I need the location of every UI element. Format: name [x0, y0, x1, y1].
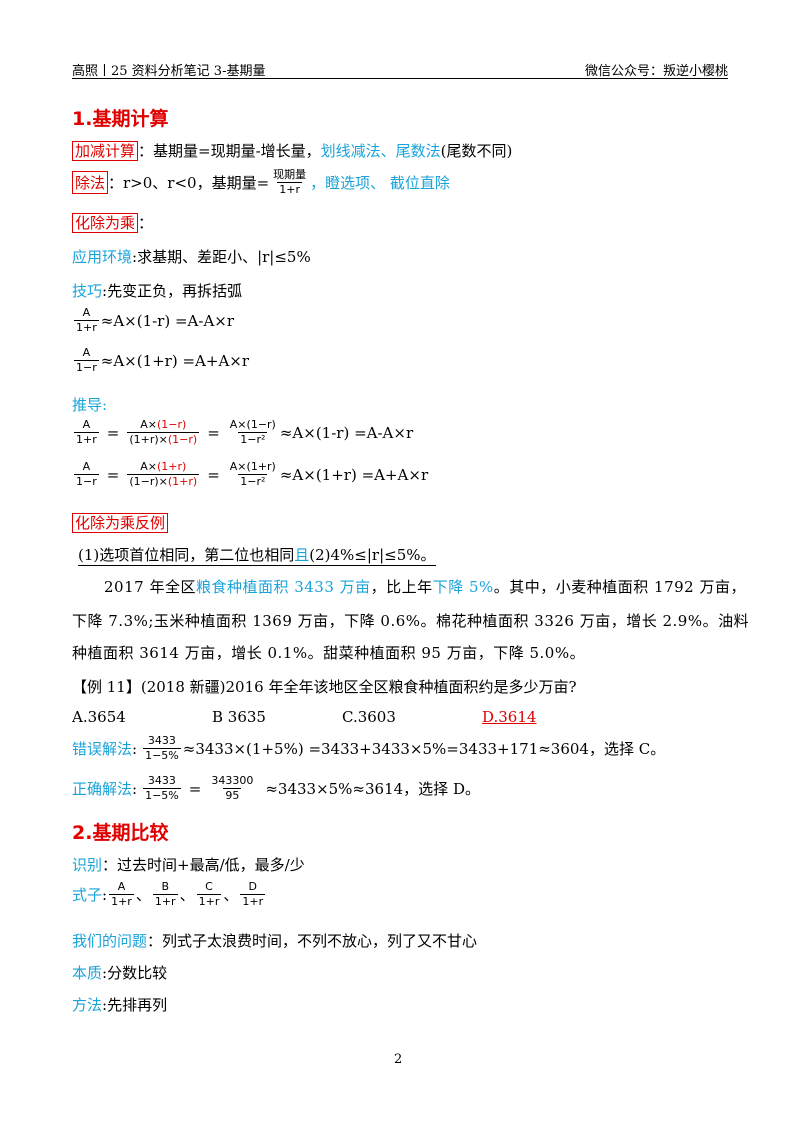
div-label: 除法 — [72, 171, 109, 194]
section-1-title: 1.基期计算 — [72, 108, 169, 130]
option-a: A.3654 — [72, 708, 126, 726]
mul-label: 化除为乘 — [72, 213, 139, 233]
header-rule — [72, 78, 728, 79]
add-line: 加减计算：基期量=现期量-增长量，划线减法、尾数法(尾数不同) — [72, 140, 512, 161]
env-label: 应用环境 — [72, 248, 133, 266]
problem-line: 我们的问题：列式子太浪费时间，不列不放心，列了又不甘心 — [72, 932, 478, 950]
div-methods: ，瞪选项、 截位直除 — [310, 174, 450, 192]
identify-line: 识别：过去时间+最高/低，最多/少 — [72, 856, 305, 874]
paragraph-line-3: 种植面积 3614 万亩，增长 0.1%。甜菜种植面积 95 万亩，下降 5.0… — [72, 644, 586, 662]
derive-label: 推导: — [72, 396, 108, 414]
env-line: 应用环境:求基期、差距小、|r|≤5% — [72, 246, 311, 267]
counter-title: 化除为乘反例 — [72, 512, 169, 533]
div-text: ：r>0、r<0，基期量= — [108, 174, 270, 192]
add-text: ：基期量=现期量-增长量， — [138, 142, 321, 160]
page-number: 2 — [394, 1052, 403, 1067]
right-label: 正确解法 — [72, 780, 133, 798]
add-methods: 划线减法、尾数法 — [320, 142, 441, 160]
tip-text: :先变正负，再拆括弧 — [102, 282, 243, 300]
option-d: D.3614 — [482, 708, 537, 726]
paragraph-line-2: 下降 7.3%;玉米种植面积 1369 万亩，下降 0.6%。棉花种植面积 33… — [72, 612, 750, 630]
nature-line: 本质:分数比较 — [72, 964, 168, 982]
mul-line: 化除为乘： — [72, 212, 153, 233]
section-2-title: 2.基期比较 — [72, 822, 169, 844]
counter-conditions: (1)选项首位相同，第二位也相同且(2)4%≤|r|≤5%。 — [78, 546, 436, 566]
counter-label: 化除为乘反例 — [72, 513, 169, 533]
option-b: B 3635 — [212, 708, 266, 726]
tip-line: 技巧:先变正负，再拆括弧 — [72, 280, 242, 301]
add-label: 加减计算 — [72, 141, 139, 161]
option-c: C.3603 — [342, 708, 396, 726]
example-question: 【例 11】(2018 新疆)2016 年全年该地区全区粮食种植面积约是多少万亩… — [72, 678, 577, 696]
method-line: 方法:先排再列 — [72, 996, 168, 1014]
add-tail: (尾数不同) — [440, 142, 513, 160]
wrong-label: 错误解法 — [72, 740, 133, 758]
tip-label: 技巧 — [72, 282, 103, 300]
paragraph-line-1: 2017 年全区粮食种植面积 3433 万亩，比上年下降 5%。其中，小麦种植面… — [104, 578, 746, 596]
header-left: 高照丨25 资料分析笔记 3-基期量 — [72, 64, 266, 79]
env-text: :求基期、差距小、|r|≤5% — [132, 248, 311, 266]
header-right: 微信公众号：叛逆小樱桃 — [584, 64, 728, 79]
